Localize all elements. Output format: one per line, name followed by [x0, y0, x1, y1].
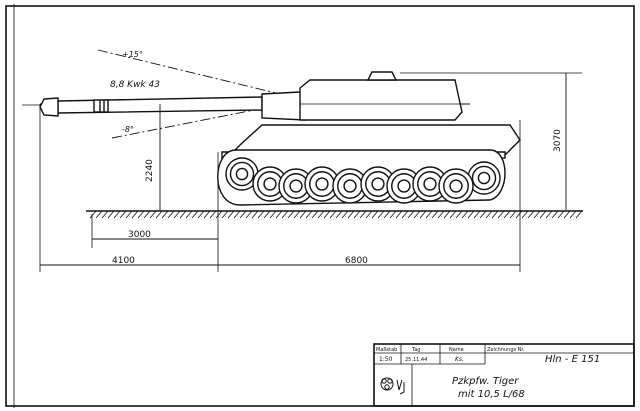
gun-label: 8,8 Kwk 43 [110, 80, 160, 90]
sheet-frame [5, 4, 635, 408]
title-line-2: mit 10,5 L/68 [458, 389, 525, 400]
dim-overall-height: 3070 [553, 129, 563, 152]
dim-overhang: 3000 [128, 230, 151, 240]
header-scale: Maßstab [376, 347, 397, 353]
drawing-labels: 8,8 Kwk 43 +15° -8° 2240 3070 3000 4100 … [110, 50, 563, 266]
dim-front-length: 4100 [112, 256, 135, 266]
depression-label: -8° [122, 125, 134, 134]
dimension-lines [40, 73, 567, 266]
ground-line [86, 210, 583, 219]
date-value: 25.11.44 [405, 357, 427, 363]
elevation-label: +15° [122, 50, 143, 59]
tracks-wheels [217, 149, 506, 206]
title-line-1: Pzkpfw. Tiger [452, 376, 519, 387]
drawing-number: Hln - E 151 [545, 354, 600, 365]
company-logo-icon [380, 377, 394, 391]
signature-mark [396, 379, 405, 395]
header-number: Zeichnungs Nr. [487, 347, 525, 353]
header-date: Tag [411, 347, 420, 353]
name-value: Ks. [455, 356, 464, 363]
title-block: Maßstab Tag Name Zeichnungs Nr. 1:50 25.… [373, 343, 635, 407]
header-name: Name [449, 347, 464, 353]
scale-value: 1:50 [379, 356, 393, 363]
dim-hull-length: 6800 [345, 256, 368, 266]
gun-barrel [39, 91, 306, 121]
tank-silhouette [39, 71, 521, 206]
dim-gun-height: 2240 [145, 159, 155, 182]
turret [299, 71, 463, 121]
